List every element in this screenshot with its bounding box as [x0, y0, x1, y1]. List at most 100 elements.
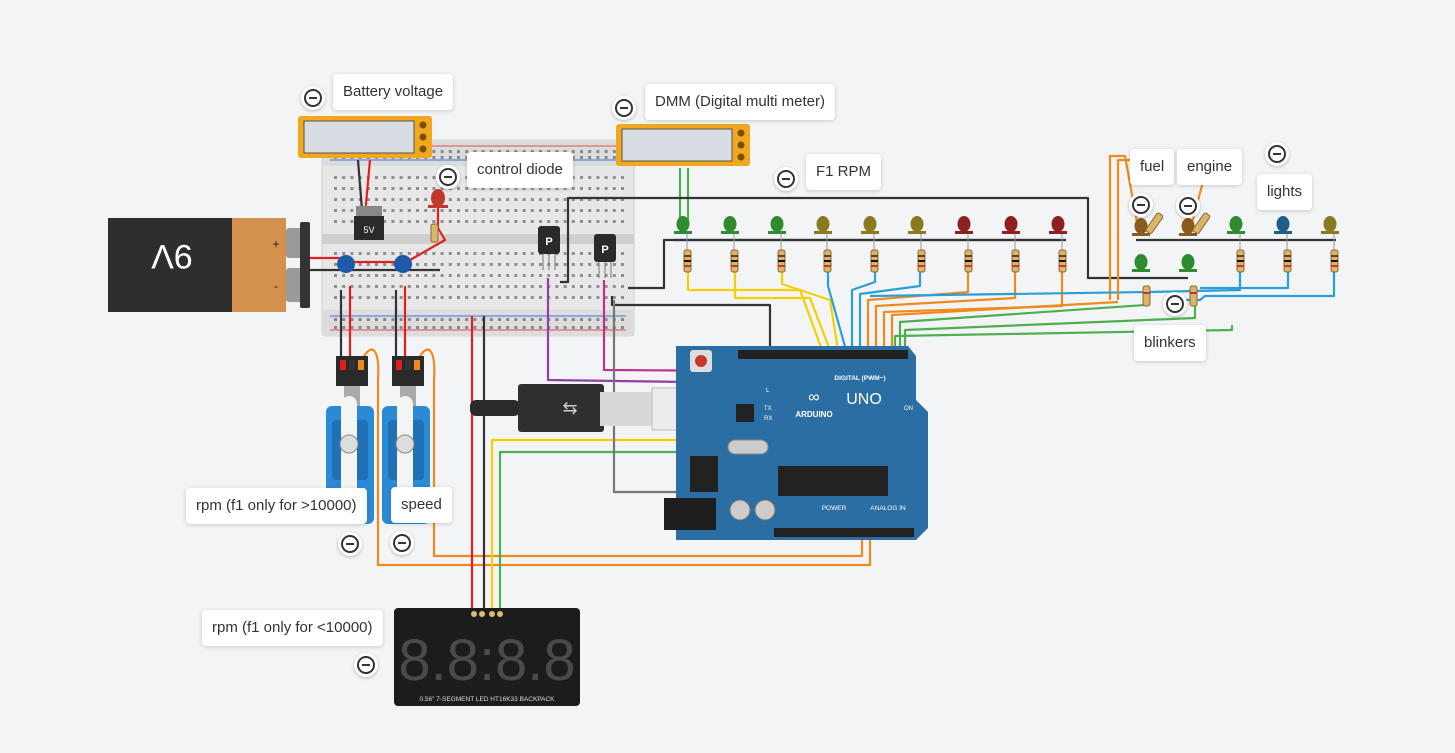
arduino-digital-label: DIGITAL (PWM~) [834, 375, 885, 382]
led-5[interactable] [861, 216, 879, 234]
note-rpm-low[interactable]: rpm (f1 only for <10000) [202, 610, 383, 646]
transistor-2[interactable]: P [594, 234, 616, 278]
arduino-uno[interactable]: ARDUINO UNO ∞ DIGITAL (PWM~) POWER ANALO… [664, 346, 928, 540]
collapse-note-rpm-high-icon[interactable] [338, 532, 362, 556]
transistor-1[interactable]: P [538, 226, 560, 270]
resistor-8[interactable] [1011, 234, 1020, 273]
led-9[interactable] [1049, 216, 1067, 234]
note-text: rpm (f1 only for <10000) [212, 619, 373, 636]
led-4[interactable] [814, 216, 832, 234]
blinker-led-2[interactable] [1179, 254, 1197, 272]
resistor-12[interactable] [1330, 234, 1339, 273]
note-lights[interactable]: lights [1257, 174, 1313, 210]
collapse-note-battery-voltage-icon[interactable] [301, 86, 325, 110]
resistor-7[interactable] [964, 234, 973, 273]
led-array [674, 212, 1339, 307]
battery-9v[interactable]: 9V + - [108, 218, 310, 312]
arduino-on-label: ON [904, 406, 913, 412]
battery-plus: + [272, 237, 279, 251]
led-10[interactable] [1227, 216, 1245, 234]
note-control-diode[interactable]: control diode [467, 152, 573, 188]
collapse-note-fuel-icon[interactable] [1129, 193, 1153, 217]
note-text: engine [1187, 158, 1233, 175]
led-6[interactable] [908, 216, 926, 234]
resistor-5[interactable] [870, 234, 879, 273]
led-2[interactable] [721, 216, 739, 234]
svg-text:⇆: ⇆ [562, 398, 577, 418]
arduino-analog-label: ANALOG IN [870, 505, 906, 512]
note-blinkers[interactable]: blinkers [1134, 325, 1206, 361]
arduino-logo-icon: ∞ [808, 389, 819, 406]
note-fuel[interactable]: fuel [1130, 149, 1175, 185]
note-text: rpm (f1 only for >10000) [196, 497, 357, 514]
engine-led[interactable] [1179, 218, 1197, 236]
resistor-11[interactable] [1283, 234, 1292, 273]
collapse-note-speed-icon[interactable] [390, 531, 414, 555]
blinker-led-1[interactable] [1132, 254, 1150, 272]
transistor-1-label: P [545, 236, 552, 248]
collapse-note-rpm-low-icon[interactable] [354, 653, 378, 677]
note-speed[interactable]: speed [391, 487, 452, 523]
resistor-10[interactable] [1236, 234, 1245, 273]
resistor-6[interactable] [917, 234, 926, 273]
led-8[interactable] [1002, 216, 1020, 234]
note-battery-voltage[interactable]: Battery voltage [333, 74, 454, 110]
fuel-led-resistor[interactable] [1145, 212, 1164, 235]
capacitor-1[interactable] [337, 255, 355, 273]
collapse-note-dmm-icon[interactable] [612, 96, 636, 120]
note-text: DMM (Digital multi meter) [655, 93, 826, 110]
collapse-note-f1-rpm-icon[interactable] [774, 167, 798, 191]
led-1[interactable] [674, 216, 692, 234]
led-11[interactable] [1274, 216, 1292, 234]
seven-segment-display[interactable]: 8.8:8.8 0.56" 7-SEGMENT LED HT16K33 BACK… [394, 608, 580, 706]
resistor-diode[interactable] [430, 223, 439, 243]
note-text: F1 RPM [816, 163, 872, 180]
blinker-led-2-resistor[interactable] [1189, 285, 1198, 307]
battery-voltage-meter[interactable] [298, 116, 432, 158]
breadboard[interactable] [321, 139, 635, 337]
collapse-note-blinkers-icon[interactable] [1163, 292, 1187, 316]
note-text: Battery voltage [343, 83, 444, 100]
note-text: speed [401, 496, 442, 513]
digital-multimeter[interactable] [616, 124, 750, 166]
note-text: fuel [1140, 158, 1165, 175]
fuel-led[interactable] [1132, 218, 1150, 236]
note-dmm[interactable]: DMM (Digital multi meter) [645, 84, 836, 120]
capacitor-2[interactable] [394, 255, 412, 273]
note-text: blinkers [1144, 334, 1196, 351]
control-diode-led[interactable] [428, 189, 448, 208]
collapse-note-engine-icon[interactable] [1176, 194, 1200, 218]
resistor-1[interactable] [683, 234, 692, 273]
led-7[interactable] [955, 216, 973, 234]
seven-segment-footer: 0.56" 7-SEGMENT LED HT16K33 BACKPACK [419, 696, 555, 703]
resistor-2[interactable] [730, 234, 739, 273]
led-3[interactable] [768, 216, 786, 234]
transistor-2-label: P [601, 244, 608, 256]
engine-led-resistor[interactable] [1192, 212, 1211, 235]
collapse-note-control-diode-icon[interactable] [436, 165, 460, 189]
note-rpm-high[interactable]: rpm (f1 only for >10000) [186, 488, 367, 524]
arduino-tx-label: TX [764, 406, 772, 412]
regulator-label: 5V [363, 225, 374, 235]
arduino-l-label: L [766, 388, 770, 394]
arduino-power-label: POWER [822, 505, 847, 512]
blinker-led-1-resistor[interactable] [1142, 285, 1151, 307]
arduino-rx-label: RX [764, 416, 772, 422]
arduino-model: UNO [846, 391, 882, 408]
resistor-4[interactable] [823, 234, 832, 273]
collapse-note-lights-icon[interactable] [1265, 142, 1289, 166]
battery-label: 9V [151, 237, 193, 275]
note-text: lights [1267, 183, 1303, 200]
usb-cable[interactable]: ⇆ [470, 384, 713, 432]
note-f1-rpm[interactable]: F1 RPM [806, 154, 882, 190]
arduino-brand: ARDUINO [795, 410, 832, 419]
voltage-regulator[interactable]: 5V [354, 206, 384, 240]
seven-segment-digits: 8.8:8.8 [398, 628, 575, 693]
resistor-3[interactable] [777, 234, 786, 273]
led-12[interactable] [1321, 216, 1339, 234]
resistor-9[interactable] [1058, 234, 1067, 273]
note-engine[interactable]: engine [1177, 149, 1243, 185]
battery-minus: - [274, 279, 278, 293]
